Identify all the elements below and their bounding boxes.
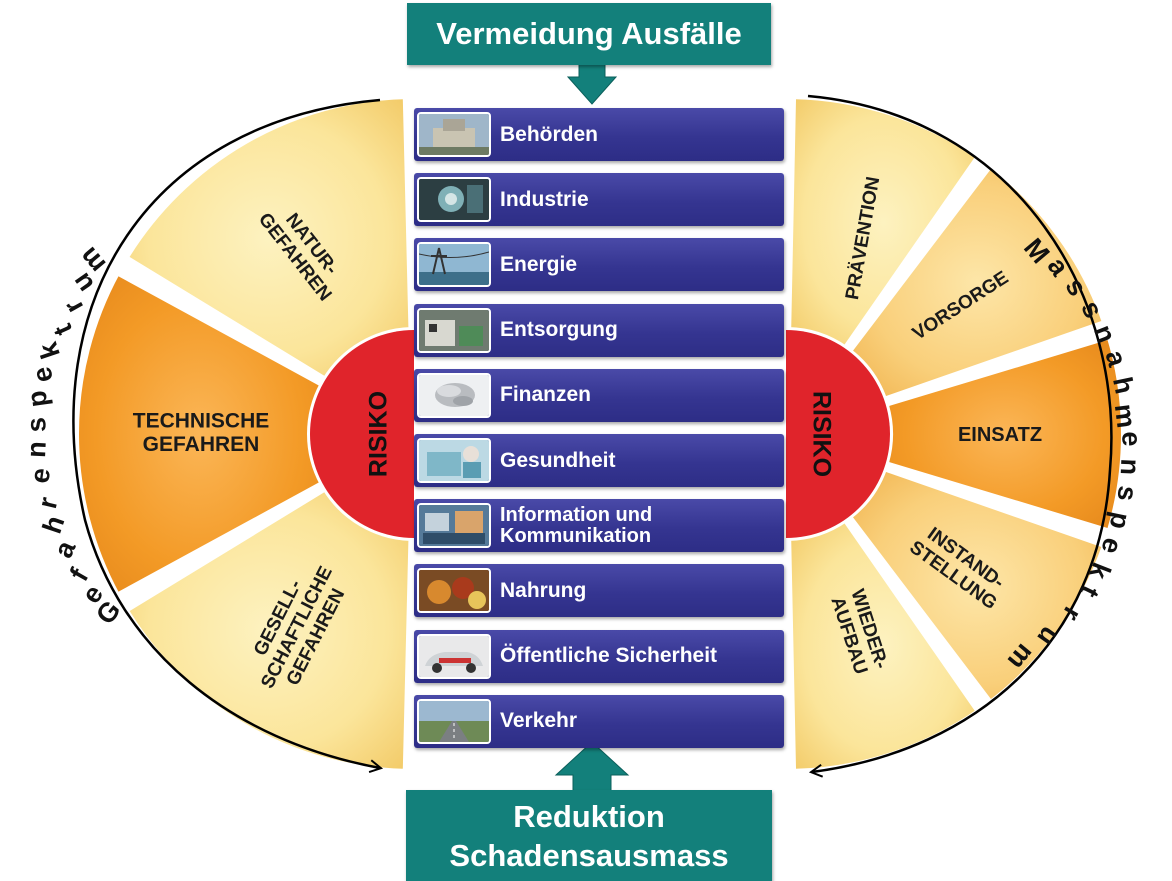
- reduce-damage-box: Reduktion Schadensausmass: [406, 790, 772, 881]
- sector-row: Entsorgung: [414, 303, 784, 357]
- sector-row: Verkehr: [414, 694, 784, 748]
- power-line-icon: [417, 242, 491, 288]
- measure-label-3: EINSATZ: [958, 424, 1042, 446]
- communication-icon: [417, 503, 491, 549]
- sector-row: Industrie: [414, 173, 784, 227]
- sector-row: Energie: [414, 238, 784, 292]
- waste-plant-icon: [417, 307, 491, 353]
- sector-label: Behörden: [500, 122, 599, 146]
- risk-half-disc-left: [310, 330, 414, 538]
- sector-row: Öffentliche Sicherheit: [414, 629, 784, 683]
- police-car-icon: [417, 633, 491, 679]
- right-spectrum-arc: [807, 94, 1113, 772]
- sector-label: Nahrung: [500, 578, 587, 602]
- highway-icon: [417, 698, 491, 744]
- government-building-icon: [417, 112, 491, 157]
- industry-machine-icon: [417, 177, 491, 223]
- measure-sectors: PRÄVENTIONVORSORGEEINSATZINSTAND-STELLUN…: [785, 93, 1127, 775]
- sector-label: Finanzen: [500, 383, 592, 407]
- sector-label: Gesundheit: [500, 448, 616, 472]
- coins-icon: [417, 372, 491, 418]
- food-icon: [417, 568, 491, 614]
- sector-row: Gesundheit: [414, 434, 784, 487]
- down-arrow: [566, 59, 618, 105]
- risk-label-left: RISIKO: [365, 391, 393, 477]
- sector-label: Verkehr: [500, 709, 578, 733]
- left-spectrum-arc: [72, 98, 380, 768]
- up-arrow: [554, 741, 630, 793]
- sector-row: Behörden: [414, 108, 784, 161]
- sector-label: Öffentliche Sicherheit: [500, 644, 718, 668]
- risk-half-disc-right: [786, 330, 890, 538]
- sector-label: Energie: [500, 252, 578, 276]
- avoid-failures-box: Vermeidung Ausfälle: [407, 3, 771, 65]
- risk-label-right: RISIKO: [807, 391, 835, 477]
- avoid-failures-label: Vermeidung Ausfälle: [436, 16, 742, 51]
- reduce-damage-line2: Schadensausmass: [449, 837, 729, 873]
- hospital-icon: [417, 438, 491, 483]
- reduce-damage-line1: Reduktion: [513, 798, 665, 834]
- sector-row: Nahrung: [414, 564, 784, 618]
- sector-label: Entsorgung: [500, 318, 618, 342]
- sector-label: Industrie: [500, 187, 589, 211]
- sector-row: Finanzen: [414, 368, 784, 422]
